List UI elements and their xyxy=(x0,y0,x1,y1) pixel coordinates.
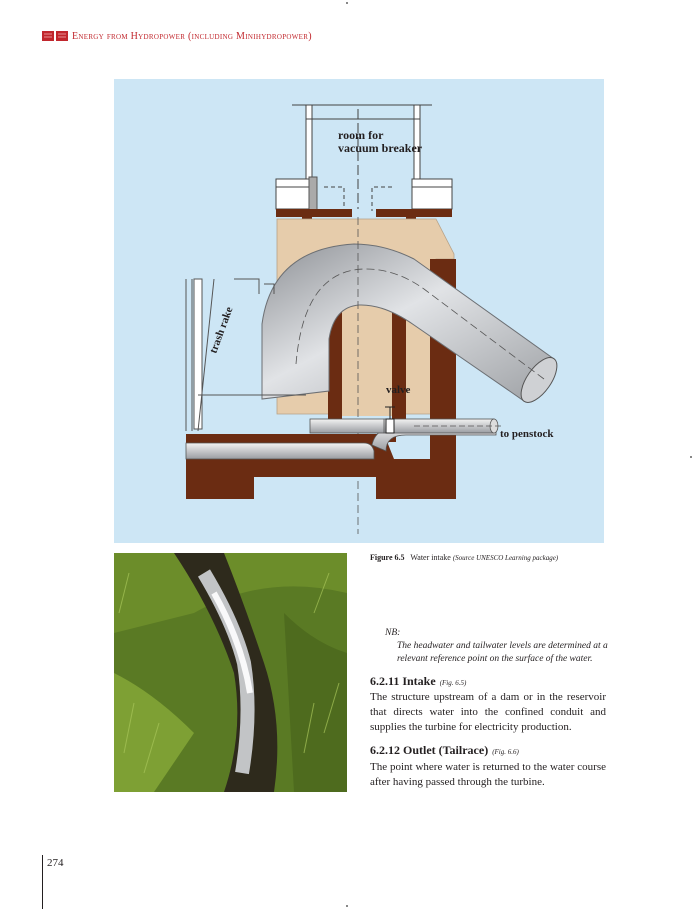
label-to-penstock: to penstock xyxy=(500,428,554,440)
caption-text: Water intake xyxy=(410,553,451,562)
label-trash-rake: trash rake xyxy=(208,305,236,355)
platform-beam-left xyxy=(276,209,352,217)
nb-label: NB: xyxy=(385,628,401,638)
nb-text: The headwater and tailwater levels are d… xyxy=(397,641,608,664)
stream-photo xyxy=(114,553,347,792)
platform-beam-right xyxy=(376,209,452,217)
page-number: 274 xyxy=(47,857,64,869)
label-room: room for xyxy=(338,128,384,142)
trash-rake xyxy=(185,278,306,432)
figure-caption: Figure 6.5 Water intake (Source UNESCO L… xyxy=(370,552,610,564)
nb-note: NB: The headwater and tailwater levels a… xyxy=(385,627,613,666)
figure-ref: (Fig. 6.5) xyxy=(439,679,467,687)
running-head: Energy from Hydropower (including Minihy… xyxy=(72,30,312,42)
crop-mark xyxy=(346,2,348,4)
intake-pipe xyxy=(261,243,555,402)
crop-mark xyxy=(690,456,692,458)
section-heading-intake: 6.2.11 Intake(Fig. 6.5) xyxy=(370,674,467,688)
running-header: Energy from Hydropower (including Minihy… xyxy=(42,29,312,43)
valve xyxy=(385,406,395,434)
water-intake-figure: room for vacuum breaker trash rake valve… xyxy=(114,79,604,543)
section-heading-outlet: 6.2.12 Outlet (Tailrace)(Fig. 6.6) xyxy=(370,743,519,757)
section-body-intake: The structure upstream of a dam or in th… xyxy=(370,691,606,733)
margin-rule xyxy=(42,855,43,909)
label-valve: valve xyxy=(386,384,411,396)
caption-number: Figure 6.5 xyxy=(370,553,405,562)
intake-diagram: room for vacuum breaker trash rake valve… xyxy=(185,104,558,534)
label-vacuum-breaker: vacuum breaker xyxy=(338,141,423,155)
crop-mark xyxy=(346,905,348,907)
book-icon xyxy=(42,31,68,41)
figure-ref: (Fig. 6.6) xyxy=(492,748,519,756)
vacuum-breaker-room xyxy=(275,104,453,214)
caption-source: (Source UNESCO Learning package) xyxy=(452,554,559,562)
section-body-outlet: The point where water is returned to the… xyxy=(370,761,606,788)
